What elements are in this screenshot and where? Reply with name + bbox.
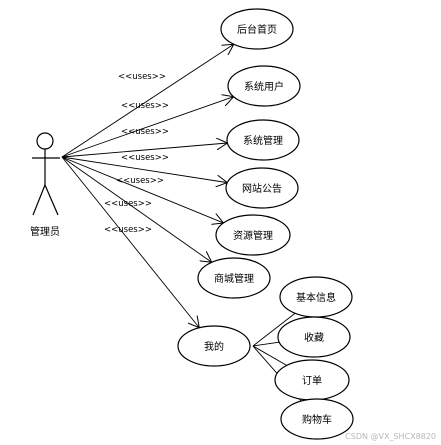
use-case-label: 商城管理 <box>214 272 254 285</box>
use-case-uc3: 系统管理 <box>226 119 300 161</box>
use-case-ellipse <box>227 65 301 107</box>
stereotype-label-uc5: <<uses>> <box>116 176 164 186</box>
association-uc3 <box>61 143 227 158</box>
use-case-label: 资源管理 <box>233 229 273 242</box>
use-case-label: 订单 <box>302 375 322 387</box>
use-case-uc8: 基本信息 <box>279 276 353 318</box>
use-case-label: 后台首页 <box>237 23 277 36</box>
actor-head <box>36 132 54 150</box>
use-case-label: 基本信息 <box>296 291 336 304</box>
use-case-uc5: 资源管理 <box>215 214 291 256</box>
actor-leg-right <box>44 184 59 216</box>
use-case-uc6: 商城管理 <box>197 257 271 299</box>
use-case-label: 系统管理 <box>243 134 283 147</box>
actor-leg-left <box>32 184 46 216</box>
stereotype-label-uc1: <<uses>> <box>118 72 166 82</box>
association-uc4 <box>61 156 227 183</box>
association-uc7 <box>61 156 199 328</box>
stereotype-label-uc4: <<uses>> <box>121 153 169 163</box>
use-case-uc1: 后台首页 <box>220 8 294 50</box>
use-case-uc4: 网站公告 <box>225 167 299 209</box>
use-case-ellipse <box>215 214 291 256</box>
association-uc5 <box>61 156 223 223</box>
use-case-label: 购物车 <box>302 413 332 426</box>
use-case-ellipse <box>225 167 299 209</box>
stereotype-label-uc3: <<uses>> <box>121 127 169 137</box>
use-case-uc2: 系统用户 <box>227 65 301 107</box>
use-case-ellipse <box>280 398 354 440</box>
sub-link-uc8 <box>252 312 296 347</box>
use-case-ellipse <box>226 119 300 161</box>
association-uc2 <box>61 97 234 158</box>
use-case-uc10: 订单 <box>274 359 350 401</box>
use-case-uc7: 我的 <box>177 325 251 367</box>
use-case-ellipse <box>197 257 271 299</box>
use-case-ellipse <box>277 316 351 358</box>
sub-link-uc9 <box>252 341 280 347</box>
stereotype-label-uc7: <<uses>> <box>104 225 152 235</box>
association-uc1 <box>61 44 234 158</box>
use-case-label: 我的 <box>204 340 224 353</box>
use-case-uc9: 收藏 <box>277 316 351 358</box>
use-case-label: 系统用户 <box>244 80 284 93</box>
stereotype-label-uc6: <<uses>> <box>104 199 152 209</box>
sub-link-uc10 <box>252 345 287 366</box>
use-case-uc11: 购物车 <box>280 398 354 440</box>
use-case-label: 收藏 <box>304 331 324 344</box>
use-case-ellipse <box>220 8 294 50</box>
association-uc6 <box>61 156 212 262</box>
actor-label: 管理员 <box>30 225 60 238</box>
association-lines: <<uses>> <<uses>> <<uses>> <<uses>> <<uses>>… <box>61 44 234 328</box>
stereotype-label-uc2: <<uses>> <box>121 101 169 111</box>
use-case-label: 网站公告 <box>242 182 282 195</box>
watermark-text: CSDN @VX_SHCX8820 <box>345 432 436 441</box>
actor-administrator: 管理员 <box>30 132 60 238</box>
use-case-ellipse <box>177 325 251 367</box>
